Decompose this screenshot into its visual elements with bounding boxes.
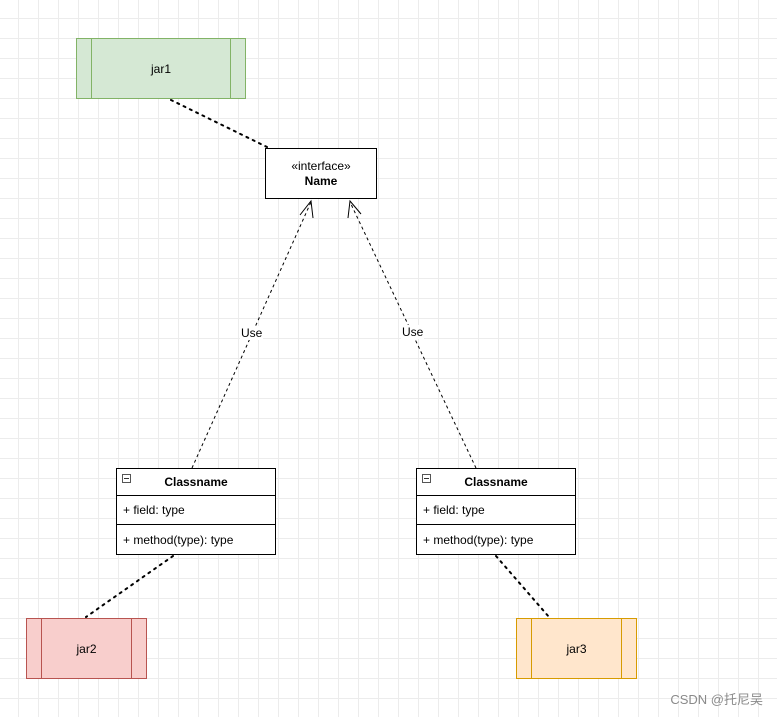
edge-label-use-left: Use <box>240 326 264 340</box>
class-box-right[interactable]: Classname + field: type + method(type): … <box>416 468 576 555</box>
class-header: Classname <box>417 469 575 496</box>
module-jar3[interactable]: jar3 <box>516 618 637 679</box>
class-header: Classname <box>117 469 275 496</box>
class-field: + field: type <box>117 496 275 525</box>
class-left-to-jar2-connector <box>85 555 174 618</box>
module-label: jar1 <box>150 61 171 76</box>
class-name: Classname <box>164 475 228 489</box>
class-left-use-arrowhead <box>299 199 314 219</box>
module-left-bar <box>91 39 92 98</box>
class-field: + field: type <box>417 496 575 525</box>
interface-stereotype: «interface» <box>291 158 351 173</box>
interface-box[interactable]: «interface» Name <box>265 148 377 199</box>
module-right-bar <box>131 619 132 678</box>
module-left-bar <box>41 619 42 678</box>
class-right-to-jar3-connector <box>495 555 550 618</box>
collapse-icon[interactable] <box>422 474 431 483</box>
jar1-to-interface-connector <box>170 99 268 148</box>
module-right-bar <box>230 39 231 98</box>
class-method: + method(type): type <box>123 533 234 547</box>
module-right-bar <box>621 619 622 678</box>
interface-name: Name <box>304 173 338 188</box>
class-box-left[interactable]: Classname + field: type + method(type): … <box>116 468 276 555</box>
module-jar1[interactable]: jar1 <box>76 38 246 99</box>
class-right-use-arrowhead <box>347 199 362 219</box>
module-label: jar3 <box>566 641 587 656</box>
edge-label-use-right: Use <box>401 325 425 339</box>
class-method: + method(type): type <box>423 533 534 547</box>
module-left-bar <box>531 619 532 678</box>
class-right-use-connector <box>349 201 477 469</box>
watermark: CSDN @托尼吴 <box>670 692 763 707</box>
class-name: Classname <box>464 475 528 489</box>
module-label: jar2 <box>76 641 97 656</box>
module-jar2[interactable]: jar2 <box>26 618 147 679</box>
collapse-icon[interactable] <box>122 474 131 483</box>
